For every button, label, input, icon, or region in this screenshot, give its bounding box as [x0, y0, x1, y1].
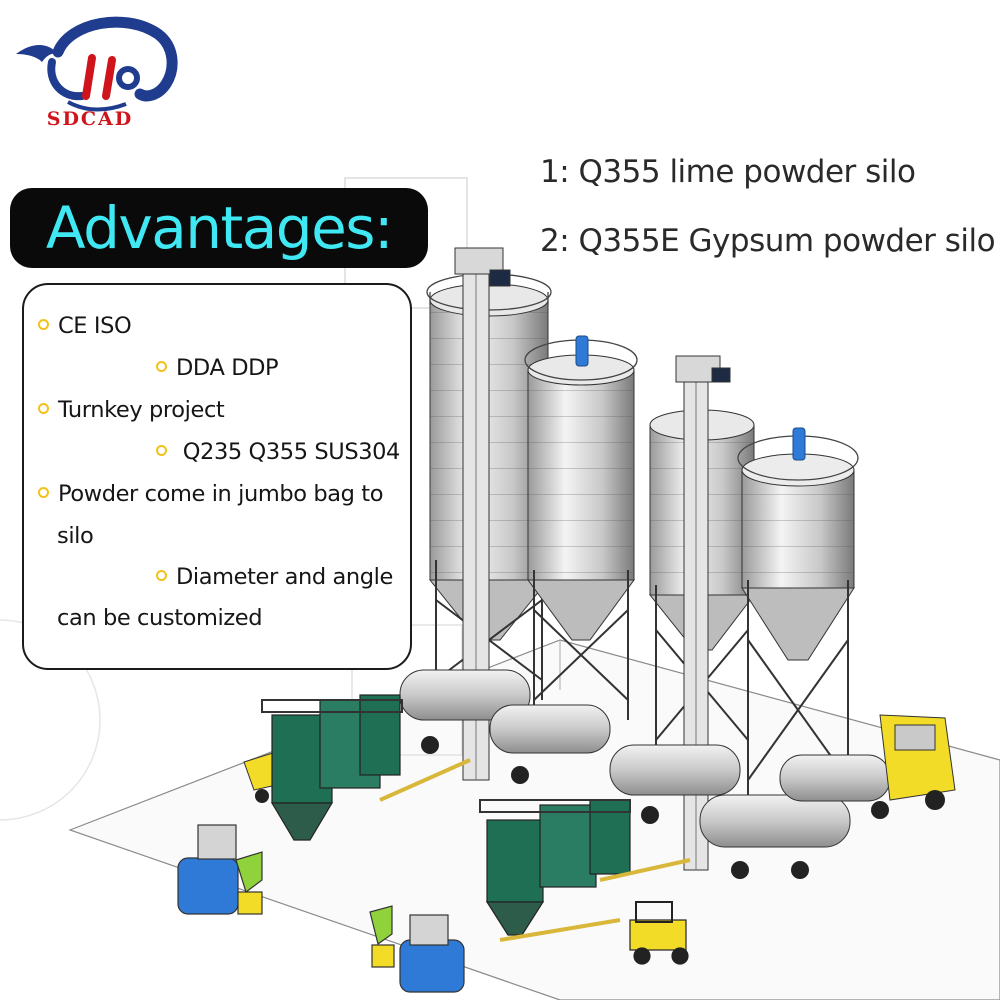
silo-2 — [524, 335, 638, 720]
tanker-trucks — [243, 669, 956, 879]
silo-caption-1: 1: Q355 lime powder silo — [540, 154, 916, 190]
advantage-item: Turnkey project — [38, 397, 225, 423]
advantage-text: Powder come in jumbo bag to — [58, 481, 384, 507]
brand-name: SDCAD — [46, 108, 134, 130]
jumbo-bag-stations — [261, 694, 631, 936]
forklift-icon — [629, 901, 689, 965]
advantages-card — [22, 283, 412, 670]
bullet-circle-icon — [156, 445, 167, 456]
advantage-item: Powder come in jumbo bag to — [38, 481, 384, 507]
advantage-text: CE ISO — [58, 313, 132, 339]
advantage-item: Diameter and angle — [156, 564, 393, 590]
advantage-item: CE ISO — [38, 313, 132, 339]
advantage-item: Q235 Q355 SUS304 — [156, 439, 400, 465]
advantage-text: Diameter and angle — [176, 564, 393, 590]
advantage-text-continued: can be customized — [57, 605, 263, 631]
bullet-circle-icon — [38, 319, 49, 330]
advantage-text-continued: silo — [57, 523, 94, 549]
bullet-circle-icon — [38, 487, 49, 498]
bullet-circle-icon — [156, 361, 167, 372]
whale-logo-icon — [16, 16, 178, 112]
blowers — [177, 824, 465, 993]
heading-banner — [10, 188, 428, 268]
silo-caption-2: 2: Q355E Gypsum powder silo — [540, 223, 996, 259]
advantage-item: DDA DDP — [156, 355, 279, 381]
advantage-text: DDA DDP — [176, 355, 279, 381]
heading-title: Advantages: — [45, 194, 394, 262]
bullet-circle-icon — [38, 403, 49, 414]
advantage-text: Q235 Q355 SUS304 — [176, 439, 401, 465]
conveyor-pipes — [379, 758, 691, 942]
bullet-circle-icon — [156, 570, 167, 581]
advantage-text: Turnkey project — [58, 397, 225, 423]
